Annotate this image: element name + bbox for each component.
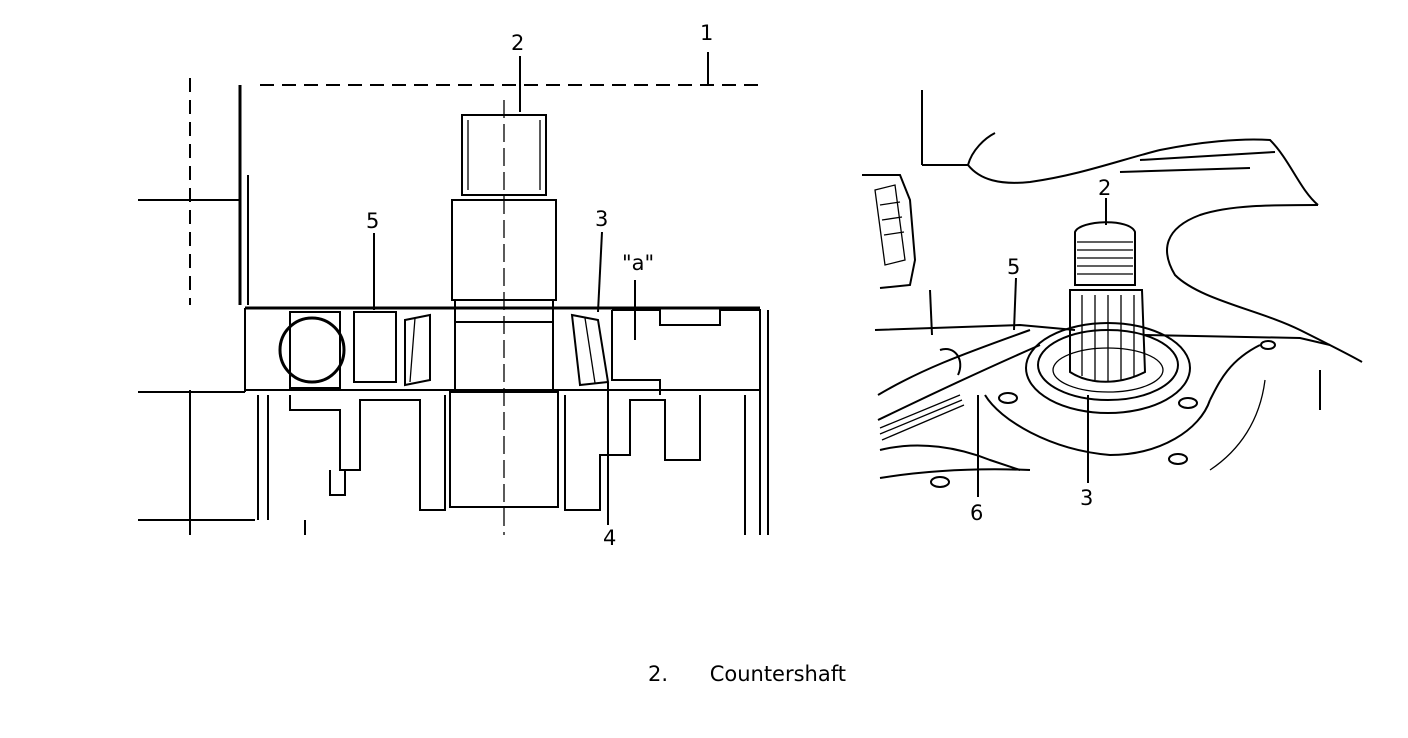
bolt-hole bbox=[1178, 397, 1198, 409]
bolt-hole bbox=[998, 392, 1018, 404]
bearing-race-a bbox=[612, 309, 761, 535]
callout-4: 4 bbox=[603, 526, 616, 550]
callout-3: 3 bbox=[595, 207, 608, 231]
shaft-threaded-end-perspective bbox=[1074, 221, 1136, 286]
callout-5: 5 bbox=[366, 209, 379, 233]
leader-5-perspective bbox=[1013, 277, 1017, 331]
shaft-splined-body bbox=[1069, 289, 1147, 383]
roller-bearing-left bbox=[353, 311, 397, 383]
ball-bearing bbox=[278, 316, 346, 384]
callout-5-perspective: 5 bbox=[1007, 255, 1020, 279]
callout-6-perspective: 6 bbox=[970, 501, 983, 525]
callout-1: 1 bbox=[700, 21, 713, 45]
leader-3 bbox=[597, 231, 603, 313]
callout-3-perspective: 3 bbox=[1080, 486, 1093, 510]
callout-2: 2 bbox=[511, 31, 524, 55]
bolt-hole bbox=[1168, 453, 1188, 465]
callout-2-perspective: 2 bbox=[1098, 176, 1111, 200]
caption-text: Countershaft bbox=[709, 662, 846, 686]
bolt-hole bbox=[930, 476, 950, 488]
figure-caption: 2. Countershaft bbox=[648, 662, 846, 686]
bearing-race-perspective bbox=[1037, 329, 1179, 401]
cross-section-view: 1 2 3 4 5 "a" bbox=[138, 21, 769, 550]
callout-a: "a" bbox=[622, 251, 654, 275]
caption-number: 2. bbox=[648, 662, 669, 686]
perspective-view: 2 3 5 6 bbox=[862, 90, 1363, 525]
roller-bearing-right bbox=[570, 313, 610, 387]
